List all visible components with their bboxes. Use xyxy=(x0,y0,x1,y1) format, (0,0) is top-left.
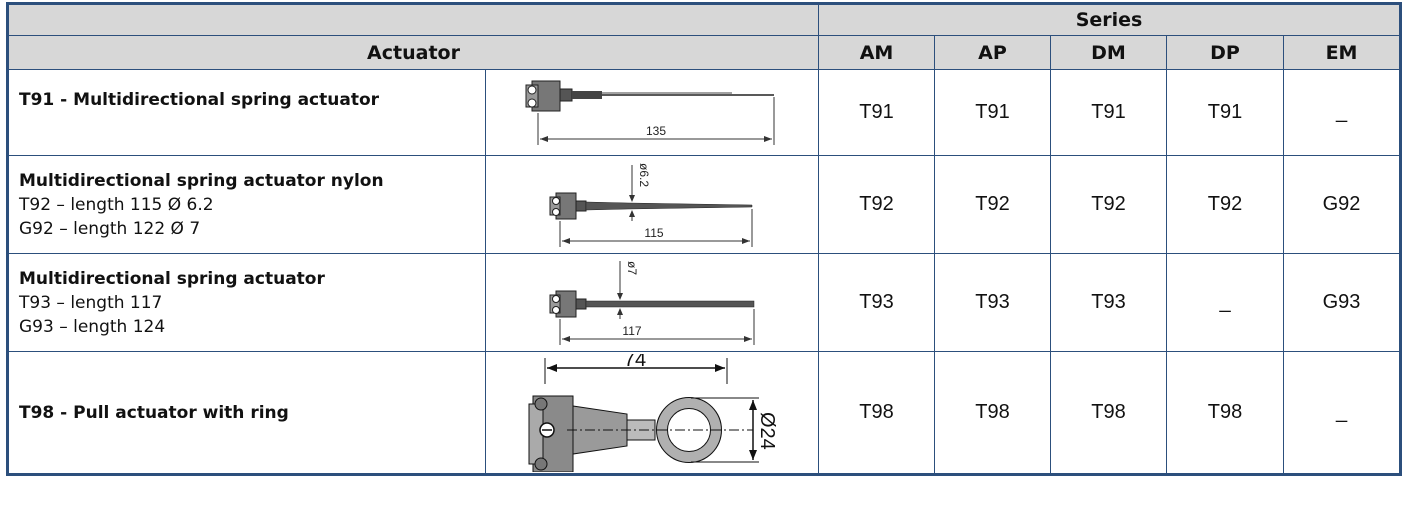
actuator-drawing-t93: ø7 117 xyxy=(485,253,819,352)
series-col-ap: AP xyxy=(934,35,1051,70)
dimension-label: 135 xyxy=(646,124,666,138)
dimension-label: 117 xyxy=(622,324,641,338)
series-header: Series xyxy=(817,3,1402,36)
value-cell: T93 xyxy=(1050,253,1167,352)
value-cell: _ xyxy=(1166,253,1284,352)
t93-drawing-image: ø7 117 xyxy=(549,260,755,345)
series-col-dm: DM xyxy=(1050,35,1167,70)
actuator-name: T98 - Pull actuator with ring xyxy=(19,402,289,423)
series-col-dp: DP xyxy=(1166,35,1284,70)
table-row: T91 - Multidirectional spring actuator 1 xyxy=(7,69,1402,156)
actuator-name: T91 - Multidirectional spring actuator xyxy=(19,90,380,110)
value-cell: T98 xyxy=(818,351,935,475)
dimension-label: 74 xyxy=(624,354,646,371)
actuator-name: Multidirectional spring actuator nylon xyxy=(19,170,384,191)
value-cell: T98 xyxy=(934,351,1051,475)
value-cell: _ xyxy=(1282,351,1402,475)
diameter-label: ø7 xyxy=(625,261,639,275)
actuator-name: Multidirectional spring actuator xyxy=(19,268,325,289)
value-cell: T92 xyxy=(818,155,935,254)
actuator-drawing-t91: 135 xyxy=(485,69,819,156)
value-cell: T91 xyxy=(818,69,935,156)
diameter-label: ø6.2 xyxy=(637,163,651,187)
value-cell: T93 xyxy=(934,253,1051,352)
diameter-label: Ø24 xyxy=(756,412,777,450)
t91-drawing-image: 135 xyxy=(525,80,775,145)
value-cell: T98 xyxy=(1050,351,1167,475)
variant-line: G92 – length 122 Ø 7 xyxy=(19,218,201,239)
value-cell: G92 xyxy=(1282,155,1402,254)
value-cell: G93 xyxy=(1282,253,1402,352)
variant-line: T92 – length 115 Ø 6.2 xyxy=(19,194,214,215)
actuator-description: T91 - Multidirectional spring actuator xyxy=(7,69,486,156)
table-row: T98 - Pull actuator with ring 74 xyxy=(7,351,1402,475)
value-cell: T91 xyxy=(1166,69,1284,156)
table-row: Multidirectional spring actuator nylon T… xyxy=(7,155,1402,254)
value-cell: T98 xyxy=(1166,351,1284,475)
value-cell: T91 xyxy=(934,69,1051,156)
value-cell: T93 xyxy=(818,253,935,352)
actuator-drawing-t98: 74 Ø24 xyxy=(485,351,819,475)
dimension-label: 115 xyxy=(644,226,663,240)
actuator-header: Actuator xyxy=(7,35,819,70)
value-cell: T92 xyxy=(934,155,1051,254)
value-cell: T92 xyxy=(1166,155,1284,254)
actuator-description: T98 - Pull actuator with ring xyxy=(7,351,486,475)
header-blank-cell xyxy=(7,3,819,36)
value-cell: _ xyxy=(1282,69,1402,156)
actuator-description: Multidirectional spring actuator nylon T… xyxy=(7,155,486,254)
table-row: Multidirectional spring actuator T93 – l… xyxy=(7,253,1402,352)
value-cell: T91 xyxy=(1050,69,1167,156)
value-cell: T92 xyxy=(1050,155,1167,254)
t98-drawing-image: 74 Ø24 xyxy=(528,354,777,472)
variant-line: G93 – length 124 xyxy=(19,316,166,337)
t92-drawing-image: ø6.2 115 xyxy=(549,163,753,247)
actuator-drawing-t92: ø6.2 115 xyxy=(485,155,819,254)
series-col-em: EM xyxy=(1282,35,1402,70)
series-col-am: AM xyxy=(818,35,935,70)
actuator-series-table: Series Actuator AM AP DM DP EM T91 - Mul… xyxy=(6,2,1403,476)
variant-line: T93 – length 117 xyxy=(19,292,163,313)
actuator-description: Multidirectional spring actuator T93 – l… xyxy=(7,253,486,352)
